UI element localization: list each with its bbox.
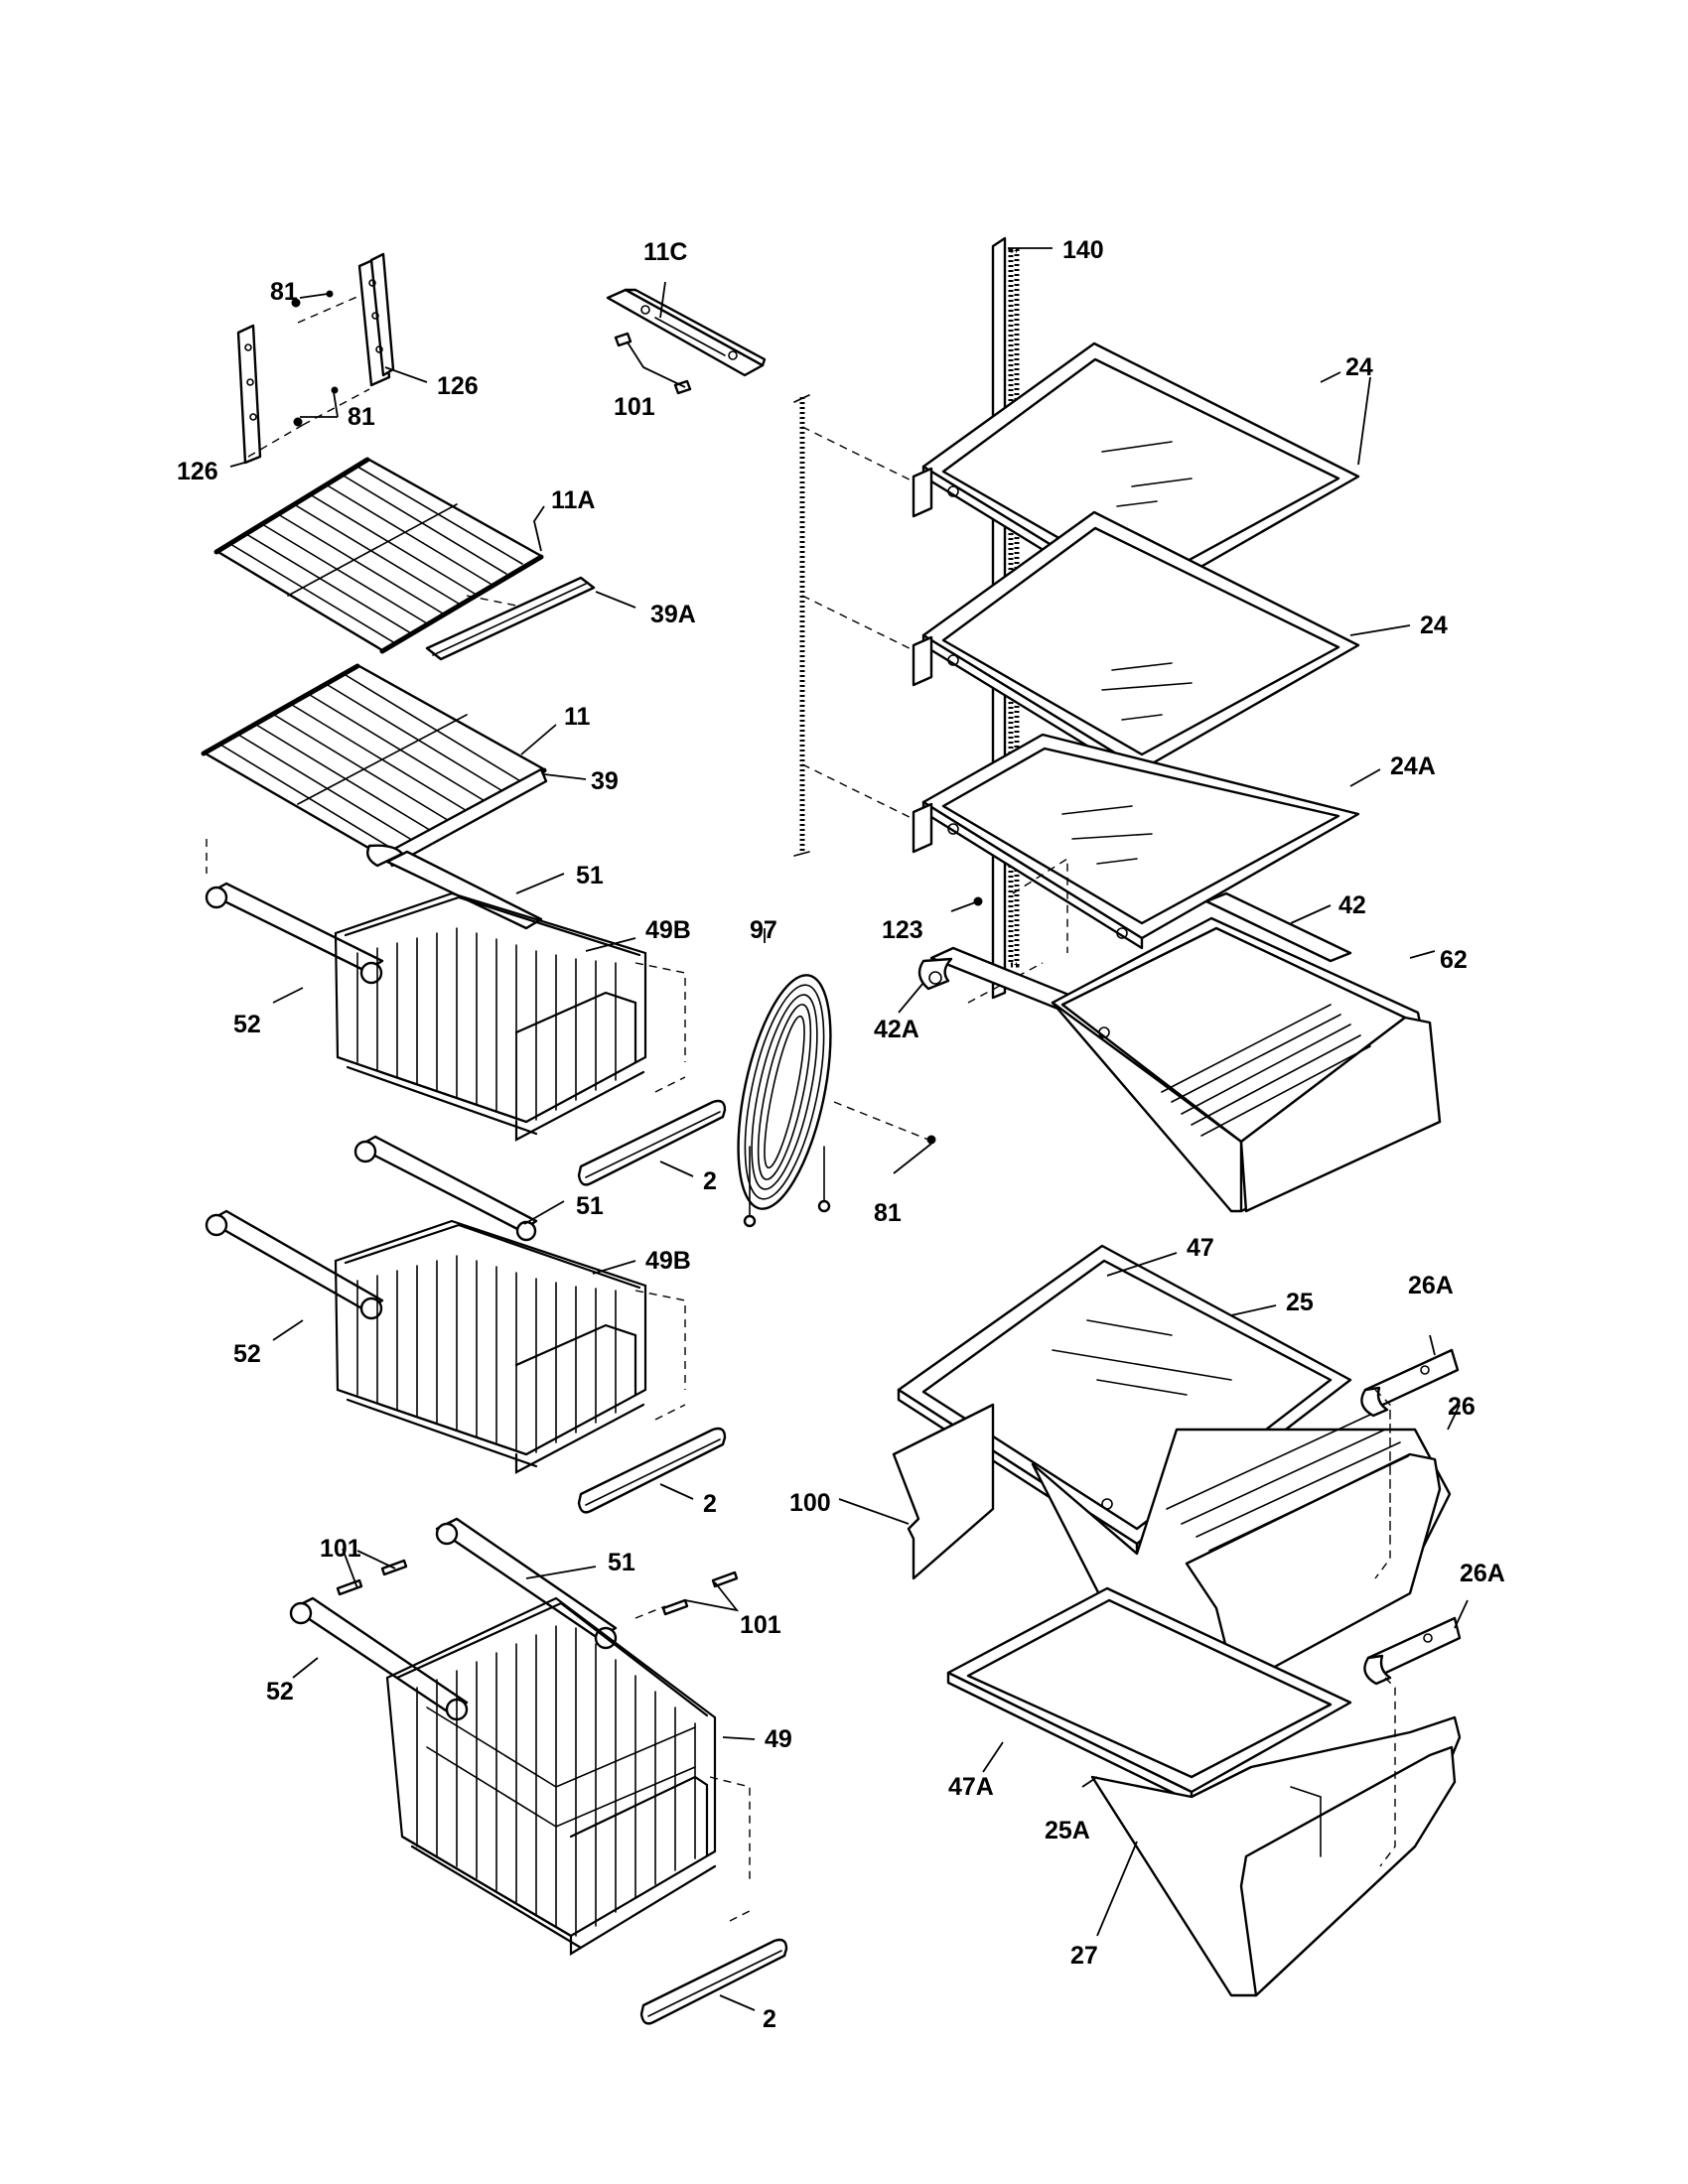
- label-39A: 39A: [650, 601, 696, 628]
- wire-shelf-11A: [213, 457, 544, 654]
- shelf-cover-39A: [425, 576, 596, 661]
- label-51-bottom: 51: [608, 1549, 635, 1576]
- label-11A: 11A: [551, 486, 595, 514]
- label-49B-second: 49B: [645, 1247, 691, 1275]
- coil-97: [737, 974, 832, 1228]
- label-2-second: 2: [703, 1490, 717, 1518]
- slide-rail-52-second: [205, 1209, 384, 1320]
- screw-101-right-icon: [661, 1570, 739, 1616]
- glass-shelf-24-middle: [912, 510, 1360, 781]
- label-26: 26: [1448, 1393, 1476, 1421]
- label-47A: 47A: [948, 1773, 994, 1801]
- shelf-bracket-126-right: [357, 252, 395, 387]
- label-42: 42: [1338, 891, 1366, 919]
- slide-rail-51-bottom: [435, 1517, 618, 1650]
- label-25A: 25A: [1045, 1817, 1090, 1844]
- label-26A-bottom: 26A: [1460, 1560, 1505, 1587]
- label-126-left: 126: [177, 458, 218, 485]
- label-11C: 11C: [643, 238, 687, 266]
- label-51-top: 51: [576, 862, 604, 889]
- crisper-cover-25A: [946, 1586, 1352, 1804]
- label-24-top: 24: [1345, 353, 1373, 381]
- label-24-middle: 24: [1420, 612, 1448, 639]
- wire-shelf-11: [201, 663, 547, 863]
- slide-rail-52-first: [205, 882, 384, 985]
- leader-lines: [272, 247, 1469, 2011]
- label-47: 47: [1187, 1234, 1214, 1262]
- divider-100: [892, 1403, 995, 1580]
- label-27: 27: [1070, 1942, 1098, 1970]
- crisper-drawer-27: [1090, 1715, 1462, 1997]
- wire-basket-49: [385, 1596, 717, 1956]
- label-81-lower: 81: [348, 403, 375, 431]
- screw-81-coil-icon: [926, 1135, 936, 1145]
- label-81-top: 81: [270, 278, 298, 306]
- label-39: 39: [591, 767, 619, 795]
- shelf-bracket-126-left: [236, 324, 262, 465]
- drawer-62: [1051, 916, 1442, 1213]
- drawer-bracket-26A-top: [1360, 1348, 1460, 1418]
- label-24A: 24A: [1390, 752, 1436, 780]
- label-140: 140: [1062, 236, 1104, 264]
- label-62: 62: [1440, 946, 1468, 974]
- label-51-middle: 51: [576, 1192, 604, 1220]
- basket-front-cover-2-second: [577, 1427, 727, 1514]
- label-123: 123: [882, 916, 923, 944]
- label-81-coil: 81: [874, 1199, 902, 1227]
- shelf-rail-11C: [606, 288, 767, 377]
- label-52-first: 52: [233, 1011, 261, 1038]
- label-2-first: 2: [703, 1167, 717, 1195]
- label-101-right: 101: [740, 1611, 781, 1639]
- label-52-third: 52: [266, 1678, 294, 1706]
- label-2-third: 2: [763, 2005, 776, 2033]
- label-100: 100: [789, 1489, 831, 1517]
- glass-shelf-24A: [912, 733, 1360, 950]
- drawer-bracket-26A-bottom: [1363, 1616, 1462, 1686]
- label-126-right: 126: [437, 372, 479, 400]
- label-49B-first: 49B: [645, 916, 691, 944]
- rail-42: [1204, 891, 1352, 963]
- label-101-left: 101: [320, 1535, 361, 1563]
- label-25: 25: [1286, 1289, 1314, 1316]
- label-52-second: 52: [233, 1340, 261, 1368]
- wire-basket-49B-first: [334, 891, 647, 1142]
- basket-front-cover-2-first: [577, 1099, 727, 1186]
- label-26A-top: 26A: [1408, 1272, 1454, 1299]
- label-97: 97: [750, 916, 777, 944]
- basket-front-cover-2-third: [639, 1938, 788, 2025]
- label-11: 11: [564, 703, 591, 731]
- slide-rail-51-middle: [353, 1135, 538, 1242]
- label-42A: 42A: [874, 1016, 919, 1043]
- screw-81-icon: [291, 290, 339, 427]
- label-101-top: 101: [614, 393, 655, 421]
- screw-101-left-icon: [336, 1559, 408, 1596]
- glass-shelf-24-top: [912, 341, 1360, 613]
- wire-basket-49B-second: [334, 1219, 647, 1474]
- label-49: 49: [765, 1725, 792, 1753]
